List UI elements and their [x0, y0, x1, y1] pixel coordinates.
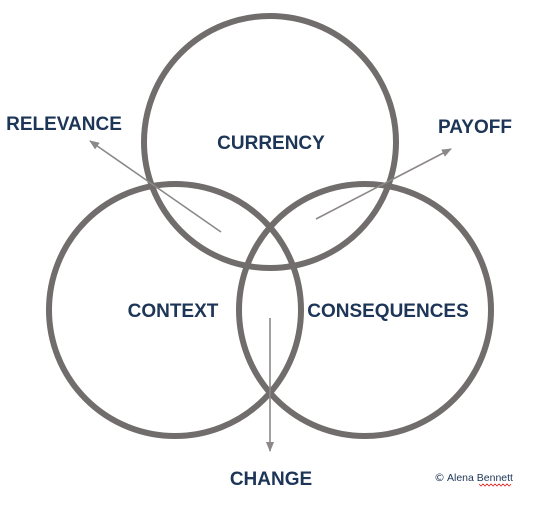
label-payoff: PAYOFF: [438, 117, 512, 138]
circle-consequences: [236, 181, 494, 439]
circle-context: [46, 181, 304, 439]
arrow-payoff: [315, 148, 452, 220]
label-relevance: RELEVANCE: [6, 114, 122, 135]
label-context: CONTEXT: [128, 301, 219, 322]
spellcheck-underline: [478, 483, 512, 487]
arrow-relevance: [89, 140, 222, 233]
copyright-credit: © Alena Bennett: [434, 471, 513, 487]
label-consequences: CONSEQUENCES: [307, 301, 469, 322]
copyright-symbol: ©: [434, 471, 445, 484]
credit-author: Alena Bennett: [447, 472, 513, 484]
label-change: CHANGE: [230, 469, 312, 490]
label-currency: CURRENCY: [217, 133, 325, 154]
circle-currency: [141, 13, 399, 271]
